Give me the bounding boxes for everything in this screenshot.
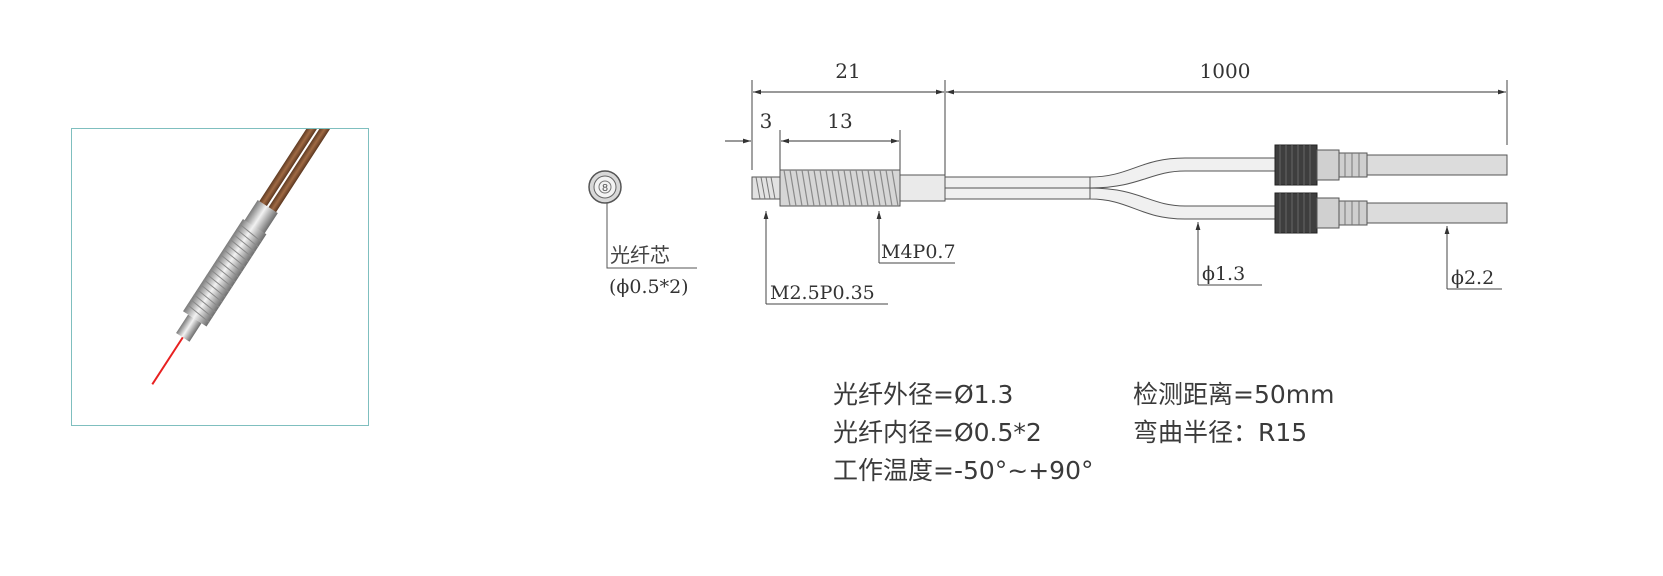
thread-large-label: M4P0.7 [881,241,956,263]
spec-outer-diameter: 光纤外径=Ø1.3 [833,380,1014,409]
dim-tip: 3 [760,109,773,133]
extension-lines [751,80,1508,175]
spec-bend-radius: 弯曲半径：R15 [1133,418,1308,447]
spec-temperature: 工作温度=-50°~+90° [833,456,1094,485]
photo-cable-right [266,109,340,216]
fiber-diameter-label: ϕ1.3 [1202,263,1245,285]
photo-laser-beam [151,336,184,385]
photo-cable-left [257,103,331,210]
photo-tip [176,314,202,342]
dim-thread-length: 13 [827,109,852,133]
core-end-view: 8 [588,170,697,269]
thread-small-label: M2.5P0.35 [770,282,875,304]
dimension-lines [725,89,1506,144]
connector-top [1274,144,1508,186]
sensor-head-drawing [751,169,946,207]
sensor-photo-illustration [151,103,340,385]
product-photo-frame [71,103,369,426]
spec-inner-diameter: 光纤内径=Ø0.5*2 [833,418,1042,447]
core-label: 光纤芯 [610,243,670,267]
leader-lines [763,211,1502,305]
core-mark: 8 [602,183,608,194]
end-diameter-label: ϕ2.2 [1451,267,1494,289]
photo-thread-lines [187,223,262,323]
thread-hatching [783,169,899,207]
cable-drawing [944,157,1276,220]
spec-detect-distance: 检测距离=50mm [1133,380,1335,409]
core-size-label: (ϕ0.5*2) [609,276,689,298]
dim-total-head: 21 [835,59,860,83]
dim-cable-length: 1000 [1200,59,1251,83]
connector-bottom [1274,192,1508,234]
